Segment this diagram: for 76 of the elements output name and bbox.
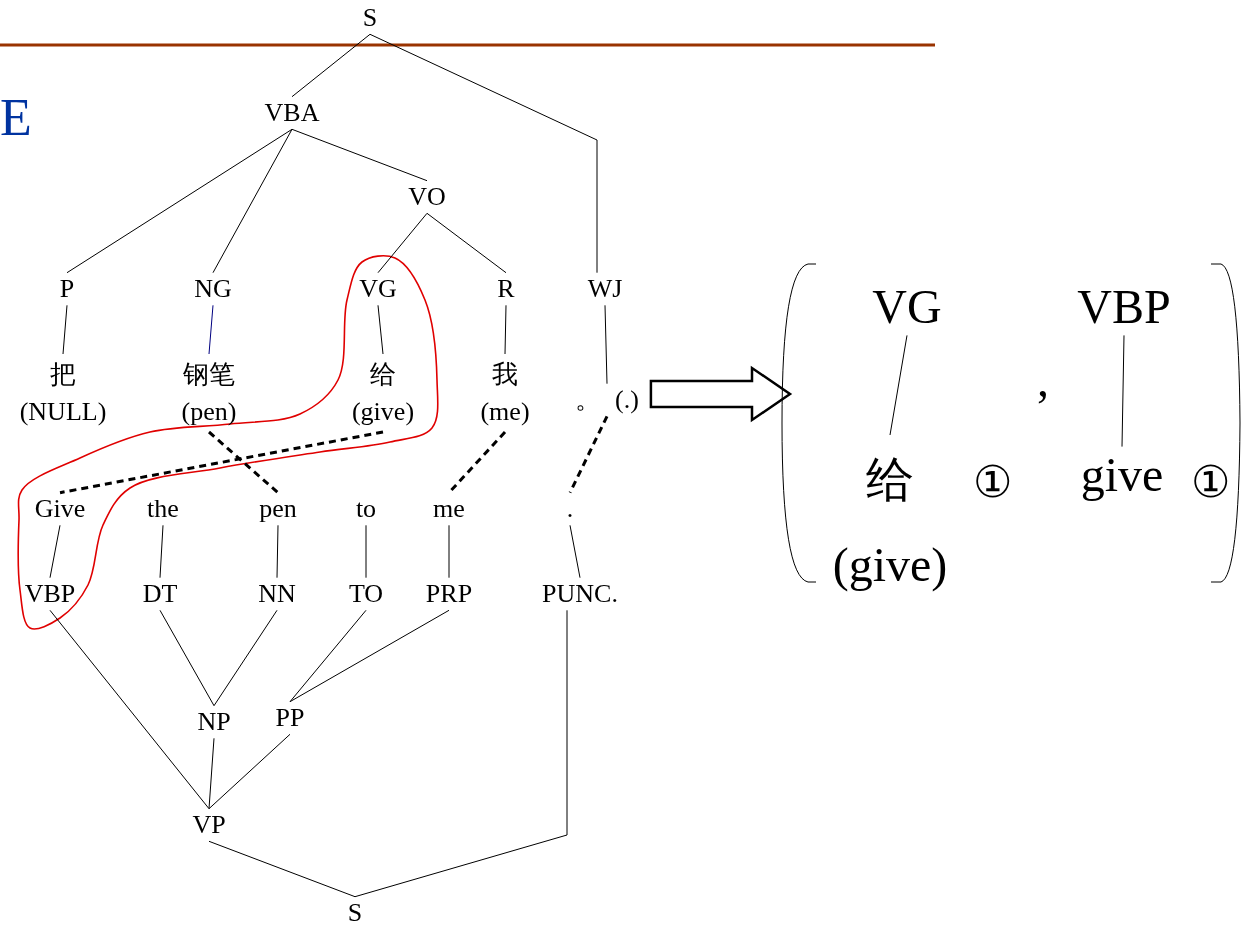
- tree-branch: [569, 524, 581, 579]
- tree-branch: [377, 212, 428, 274]
- tree-branch: [213, 609, 278, 707]
- tree-label: VBA: [264, 98, 320, 128]
- tree-label: 把: [50, 359, 76, 391]
- tree-label: S: [347, 898, 363, 927]
- tree-label: me: [433, 494, 465, 524]
- tree-branch: [159, 609, 215, 707]
- tree-label: 钢笔: [183, 359, 235, 391]
- tree-branch: [377, 304, 384, 355]
- tree-branch: [504, 304, 507, 355]
- tree-branch: [208, 840, 356, 898]
- gloss-label: (give): [351, 396, 415, 428]
- circled-number: ①: [972, 461, 1012, 505]
- tree-label: PUNC.: [542, 579, 618, 609]
- tree-label: NP: [197, 707, 231, 737]
- tree-branch: [49, 524, 61, 579]
- tree-label: VO: [408, 182, 446, 212]
- tree-label: S: [362, 3, 378, 33]
- tree-branch: [369, 33, 598, 274]
- tree-branch: [889, 334, 908, 436]
- tree-branch: [289, 609, 367, 703]
- gloss-label: (give): [832, 537, 948, 593]
- tree-label: the: [147, 494, 179, 524]
- tree-label: 给: [866, 452, 914, 508]
- tree-label: give: [1080, 448, 1164, 502]
- alignment-link: [568, 415, 609, 494]
- comma-separator: ,: [1037, 356, 1049, 404]
- tree-label: 给: [370, 359, 396, 391]
- gloss-label: (me): [480, 396, 530, 428]
- tree-label: NN: [258, 579, 296, 609]
- tree-branch: [448, 524, 450, 579]
- tree-branch: [426, 212, 507, 274]
- tree-label: VG: [359, 274, 397, 304]
- alignment-link: [208, 430, 279, 494]
- tree-label: 。: [575, 385, 602, 415]
- gloss-label: (NULL): [19, 396, 107, 428]
- tree-label: .: [566, 494, 574, 524]
- tree-branch: [276, 524, 279, 579]
- tree-branch: [208, 733, 291, 810]
- tree-branch: [208, 304, 214, 355]
- tree-label: PP: [275, 703, 305, 733]
- tree-label: VG: [872, 280, 942, 334]
- tree-branch: [289, 609, 450, 703]
- tree-branch: [291, 128, 428, 182]
- tree-label: VBP: [1077, 280, 1171, 334]
- tree-label: TO: [348, 579, 384, 609]
- tree-label: VBP: [24, 579, 76, 609]
- gloss-label: (pen): [181, 396, 237, 428]
- tree-label: DT: [142, 579, 178, 609]
- tree-label: Give: [34, 494, 86, 524]
- block-arrow: [649, 365, 793, 423]
- tree-branch: [1121, 334, 1125, 448]
- tree-label: PRP: [425, 579, 473, 609]
- tree-branch: [291, 33, 371, 98]
- tree-label: P: [59, 274, 75, 304]
- tree-branch: [62, 304, 68, 355]
- circled-number: ①: [1190, 461, 1230, 505]
- tree-label: NG: [194, 274, 232, 304]
- tree-branch: [354, 609, 568, 898]
- tree-branch: [49, 609, 210, 810]
- tree-branch: [604, 304, 608, 385]
- tree-branch: [365, 524, 367, 579]
- tree-branch: [208, 737, 215, 810]
- tree-label: to: [355, 494, 377, 524]
- tree-branch: [212, 128, 293, 274]
- alignment-link: [59, 430, 384, 495]
- title-letter: E: [0, 92, 32, 144]
- tree-branch: [159, 524, 164, 579]
- tree-label: pen: [259, 494, 297, 524]
- tree-label: 我: [492, 359, 518, 391]
- tree-label: VP: [192, 810, 226, 840]
- tree-label: WJ: [587, 274, 623, 304]
- tree-label: R: [497, 274, 515, 304]
- tree-branch: [66, 128, 293, 274]
- gloss-label: (.): [615, 385, 639, 415]
